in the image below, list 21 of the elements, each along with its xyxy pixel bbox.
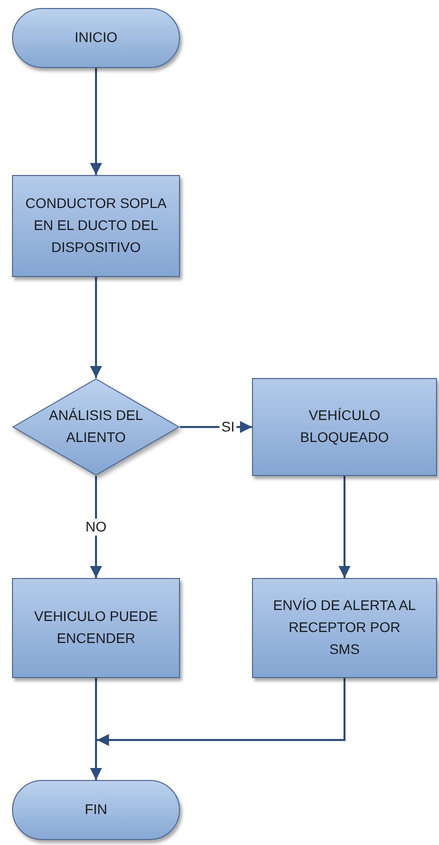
- process-box: [252, 378, 437, 476]
- node-label: FIN: [84, 800, 108, 820]
- arrow: [90, 277, 102, 378]
- process-box: [252, 578, 437, 678]
- node-label: VEHICULO PUEDE ENCENDER: [33, 607, 159, 648]
- arrow: [90, 68, 102, 175]
- node-label: INICIO: [74, 28, 118, 48]
- decision-diamond: [12, 378, 180, 476]
- terminal-pill: [12, 780, 180, 840]
- arrow: [90, 678, 102, 780]
- edge-label: NO: [84, 518, 108, 536]
- node-label: ANÁLISIS DEL ALIENTO: [48, 406, 144, 447]
- node-label: ENVÍO DE ALERTA AL RECEPTOR POR SMS: [273, 596, 416, 659]
- node-label: CONDUCTOR SOPLA EN EL DUCTO DEL DISPOSITIVO: [24, 194, 168, 257]
- node-label: VEHÍCULO BLOQUEADO: [299, 406, 390, 447]
- arrow: [97, 678, 346, 746]
- arrow: [180, 421, 252, 433]
- terminal-pill: [12, 8, 180, 68]
- arrow: [338, 476, 350, 578]
- process-box: [12, 175, 180, 277]
- process-box: [12, 578, 180, 678]
